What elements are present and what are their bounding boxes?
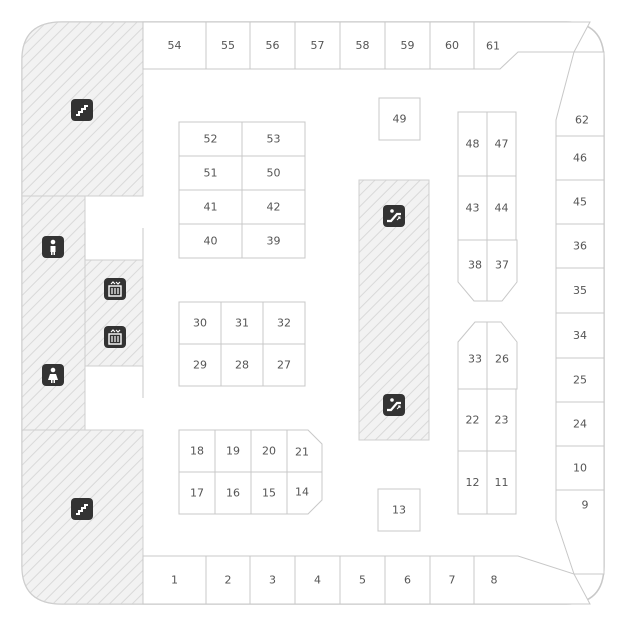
unit-label-8: 8 <box>491 574 498 587</box>
unit-label-11: 11 <box>495 476 509 489</box>
unit-label-2: 2 <box>225 574 232 587</box>
unit-label-13: 13 <box>392 504 406 517</box>
elevator-icon[interactable] <box>104 278 126 300</box>
escalator-icon[interactable] <box>383 394 405 416</box>
unit-label-9: 9 <box>582 499 589 512</box>
escalator-area <box>358 179 430 441</box>
unit-label-17: 17 <box>190 487 204 500</box>
unit-label-7: 7 <box>449 574 456 587</box>
unit-label-48: 48 <box>466 138 480 151</box>
unit-label-51: 51 <box>204 167 218 180</box>
elevator-area <box>84 259 144 367</box>
unit-label-45: 45 <box>573 196 587 209</box>
unit-label-43: 43 <box>466 202 480 215</box>
store-unit-8[interactable] <box>473 555 591 605</box>
unit-label-1: 1 <box>171 574 178 587</box>
unit-label-58: 58 <box>356 39 370 52</box>
unit-label-41: 41 <box>204 201 218 214</box>
unit-label-19: 19 <box>226 445 240 458</box>
unit-label-18: 18 <box>190 445 204 458</box>
stairs-icon[interactable] <box>71 498 93 520</box>
restroom-area <box>21 195 86 431</box>
unit-label-44: 44 <box>495 202 509 215</box>
store-unit-27[interactable] <box>262 343 306 387</box>
stairs-icon[interactable] <box>71 99 93 121</box>
unit-label-40: 40 <box>204 235 218 248</box>
store-unit-9[interactable] <box>555 489 605 575</box>
unit-label-21: 21 <box>295 446 309 459</box>
unit-label-52: 52 <box>204 133 218 146</box>
store-unit-38[interactable] <box>457 239 488 302</box>
unit-label-32: 32 <box>277 317 291 330</box>
store-unit-26[interactable] <box>486 321 518 390</box>
unit-label-10: 10 <box>573 462 587 475</box>
unit-label-26: 26 <box>495 353 509 366</box>
unit-label-46: 46 <box>573 152 587 165</box>
unit-label-15: 15 <box>262 487 276 500</box>
store-unit-13[interactable] <box>377 488 421 532</box>
unit-label-29: 29 <box>193 359 207 372</box>
store-unit-49[interactable] <box>378 97 421 141</box>
unit-label-27: 27 <box>277 359 291 372</box>
unit-label-6: 6 <box>404 574 411 587</box>
unit-label-37: 37 <box>495 259 509 272</box>
unit-label-34: 34 <box>573 329 587 342</box>
store-unit-37[interactable] <box>486 239 518 302</box>
unit-label-62: 62 <box>575 114 589 127</box>
unit-label-36: 36 <box>573 240 587 253</box>
unit-label-50: 50 <box>267 167 281 180</box>
store-unit-39[interactable] <box>241 223 306 259</box>
restroom-male-icon[interactable] <box>42 236 64 258</box>
unit-label-57: 57 <box>311 39 325 52</box>
restroom-female-icon[interactable] <box>42 364 64 386</box>
store-unit-14[interactable] <box>286 471 323 515</box>
unit-label-39: 39 <box>267 235 281 248</box>
unit-label-55: 55 <box>221 39 235 52</box>
unit-label-53: 53 <box>267 133 281 146</box>
unit-label-42: 42 <box>267 201 281 214</box>
unit-label-35: 35 <box>573 284 587 297</box>
unit-label-28: 28 <box>235 359 249 372</box>
unit-label-60: 60 <box>445 39 459 52</box>
unit-label-14: 14 <box>295 486 309 499</box>
unit-label-20: 20 <box>262 445 276 458</box>
unit-label-24: 24 <box>573 418 587 431</box>
unit-label-49: 49 <box>393 113 407 126</box>
store-unit-21[interactable] <box>286 429 323 473</box>
unit-label-4: 4 <box>314 574 321 587</box>
unit-label-23: 23 <box>495 414 509 427</box>
unit-label-56: 56 <box>266 39 280 52</box>
unit-label-59: 59 <box>401 39 415 52</box>
unit-label-3: 3 <box>269 574 276 587</box>
unit-label-33: 33 <box>468 353 482 366</box>
unit-label-38: 38 <box>468 259 482 272</box>
unit-label-54: 54 <box>168 39 182 52</box>
escalator-icon[interactable] <box>383 205 405 227</box>
unit-label-22: 22 <box>466 414 480 427</box>
store-unit-11[interactable] <box>486 450 517 515</box>
unit-label-61: 61 <box>486 40 500 53</box>
unit-label-12: 12 <box>466 476 480 489</box>
unit-label-16: 16 <box>226 487 240 500</box>
unit-label-47: 47 <box>495 138 509 151</box>
unit-label-5: 5 <box>359 574 366 587</box>
elevator-icon[interactable] <box>104 326 126 348</box>
unit-label-30: 30 <box>193 317 207 330</box>
unit-label-31: 31 <box>235 317 249 330</box>
unit-label-25: 25 <box>573 374 587 387</box>
store-unit-61[interactable] <box>473 21 591 70</box>
